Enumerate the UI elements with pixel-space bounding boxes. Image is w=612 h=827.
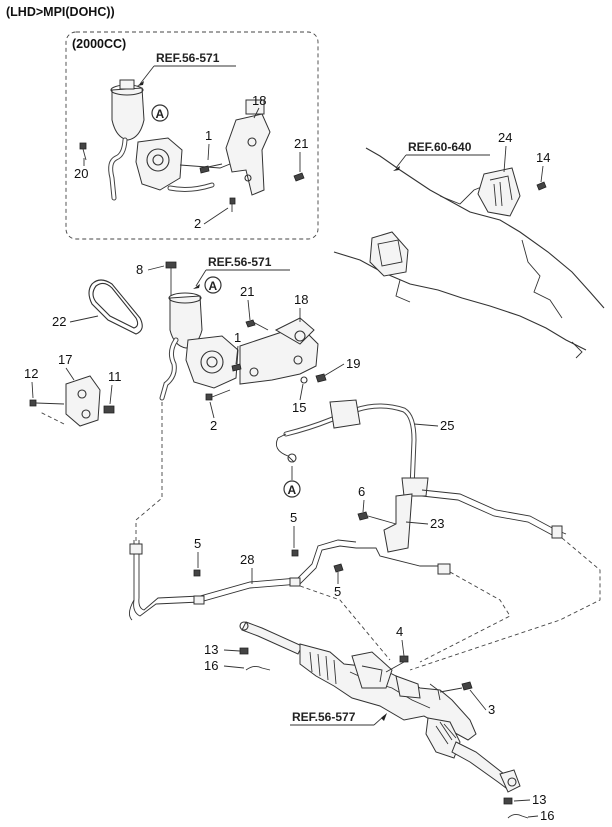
pressure-hose-assembly (275, 399, 567, 553)
ref-label-gear: REF.56-577 (292, 710, 356, 724)
part-label-17: 17 (58, 352, 72, 367)
part-label-13-upper: 13 (204, 642, 218, 657)
marker-a-hose: A (283, 480, 301, 498)
part-label-8: 8 (136, 262, 143, 277)
part-label-3: 3 (488, 702, 495, 717)
part-label-14: 14 (536, 150, 550, 165)
ref-label-main: REF.56-571 (208, 255, 272, 269)
part-label-20: 20 (74, 166, 88, 181)
svg-text:A: A (209, 279, 218, 293)
part-label-13-lower: 13 (532, 792, 546, 807)
part-label-24: 24 (498, 130, 512, 145)
ref-label-inset: REF.56-571 (156, 51, 220, 65)
inset-pump-assembly (79, 79, 305, 212)
part-label-18-inset: 18 (252, 93, 266, 108)
diagram-header: (LHD>MPI(DOHC)) (6, 5, 115, 19)
part-label-19: 19 (346, 356, 360, 371)
main-pump-assembly (29, 261, 327, 427)
body-panel (333, 147, 605, 359)
part-label-2-inset: 2 (194, 216, 201, 231)
part-label-4: 4 (396, 624, 403, 639)
return-hose-assembly (129, 402, 601, 671)
inset-title: (2000CC) (72, 37, 126, 51)
part-label-23: 23 (430, 516, 444, 531)
part-label-18-main: 18 (294, 292, 308, 307)
part-label-21-main: 21 (240, 284, 254, 299)
part-label-12: 12 (24, 366, 38, 381)
steering-gear-assembly (239, 621, 529, 819)
marker-a-inset: A (151, 104, 169, 122)
part-label-25: 25 (440, 418, 454, 433)
part-label-5-right: 5 (334, 584, 341, 599)
part-label-21-inset: 21 (294, 136, 308, 151)
part-label-6: 6 (358, 484, 365, 499)
part-label-28: 28 (240, 552, 254, 567)
inset-box (65, 31, 319, 240)
part-label-16-upper: 16 (204, 658, 218, 673)
marker-a-main: A (204, 276, 222, 294)
part-label-1-main: 1 (234, 330, 241, 345)
part-label-5-middle: 5 (290, 510, 297, 525)
part-label-1-inset: 1 (205, 128, 212, 143)
part-label-16-lower: 16 (540, 808, 554, 823)
svg-text:A: A (156, 107, 165, 121)
part-label-11: 11 (108, 369, 122, 384)
part-label-5-left: 5 (194, 536, 201, 551)
part-label-22: 22 (52, 314, 66, 329)
part-label-15: 15 (292, 400, 306, 415)
part-label-2-main: 2 (210, 418, 217, 433)
ref-label-body: REF.60-640 (408, 140, 472, 154)
svg-text:A: A (288, 483, 297, 497)
